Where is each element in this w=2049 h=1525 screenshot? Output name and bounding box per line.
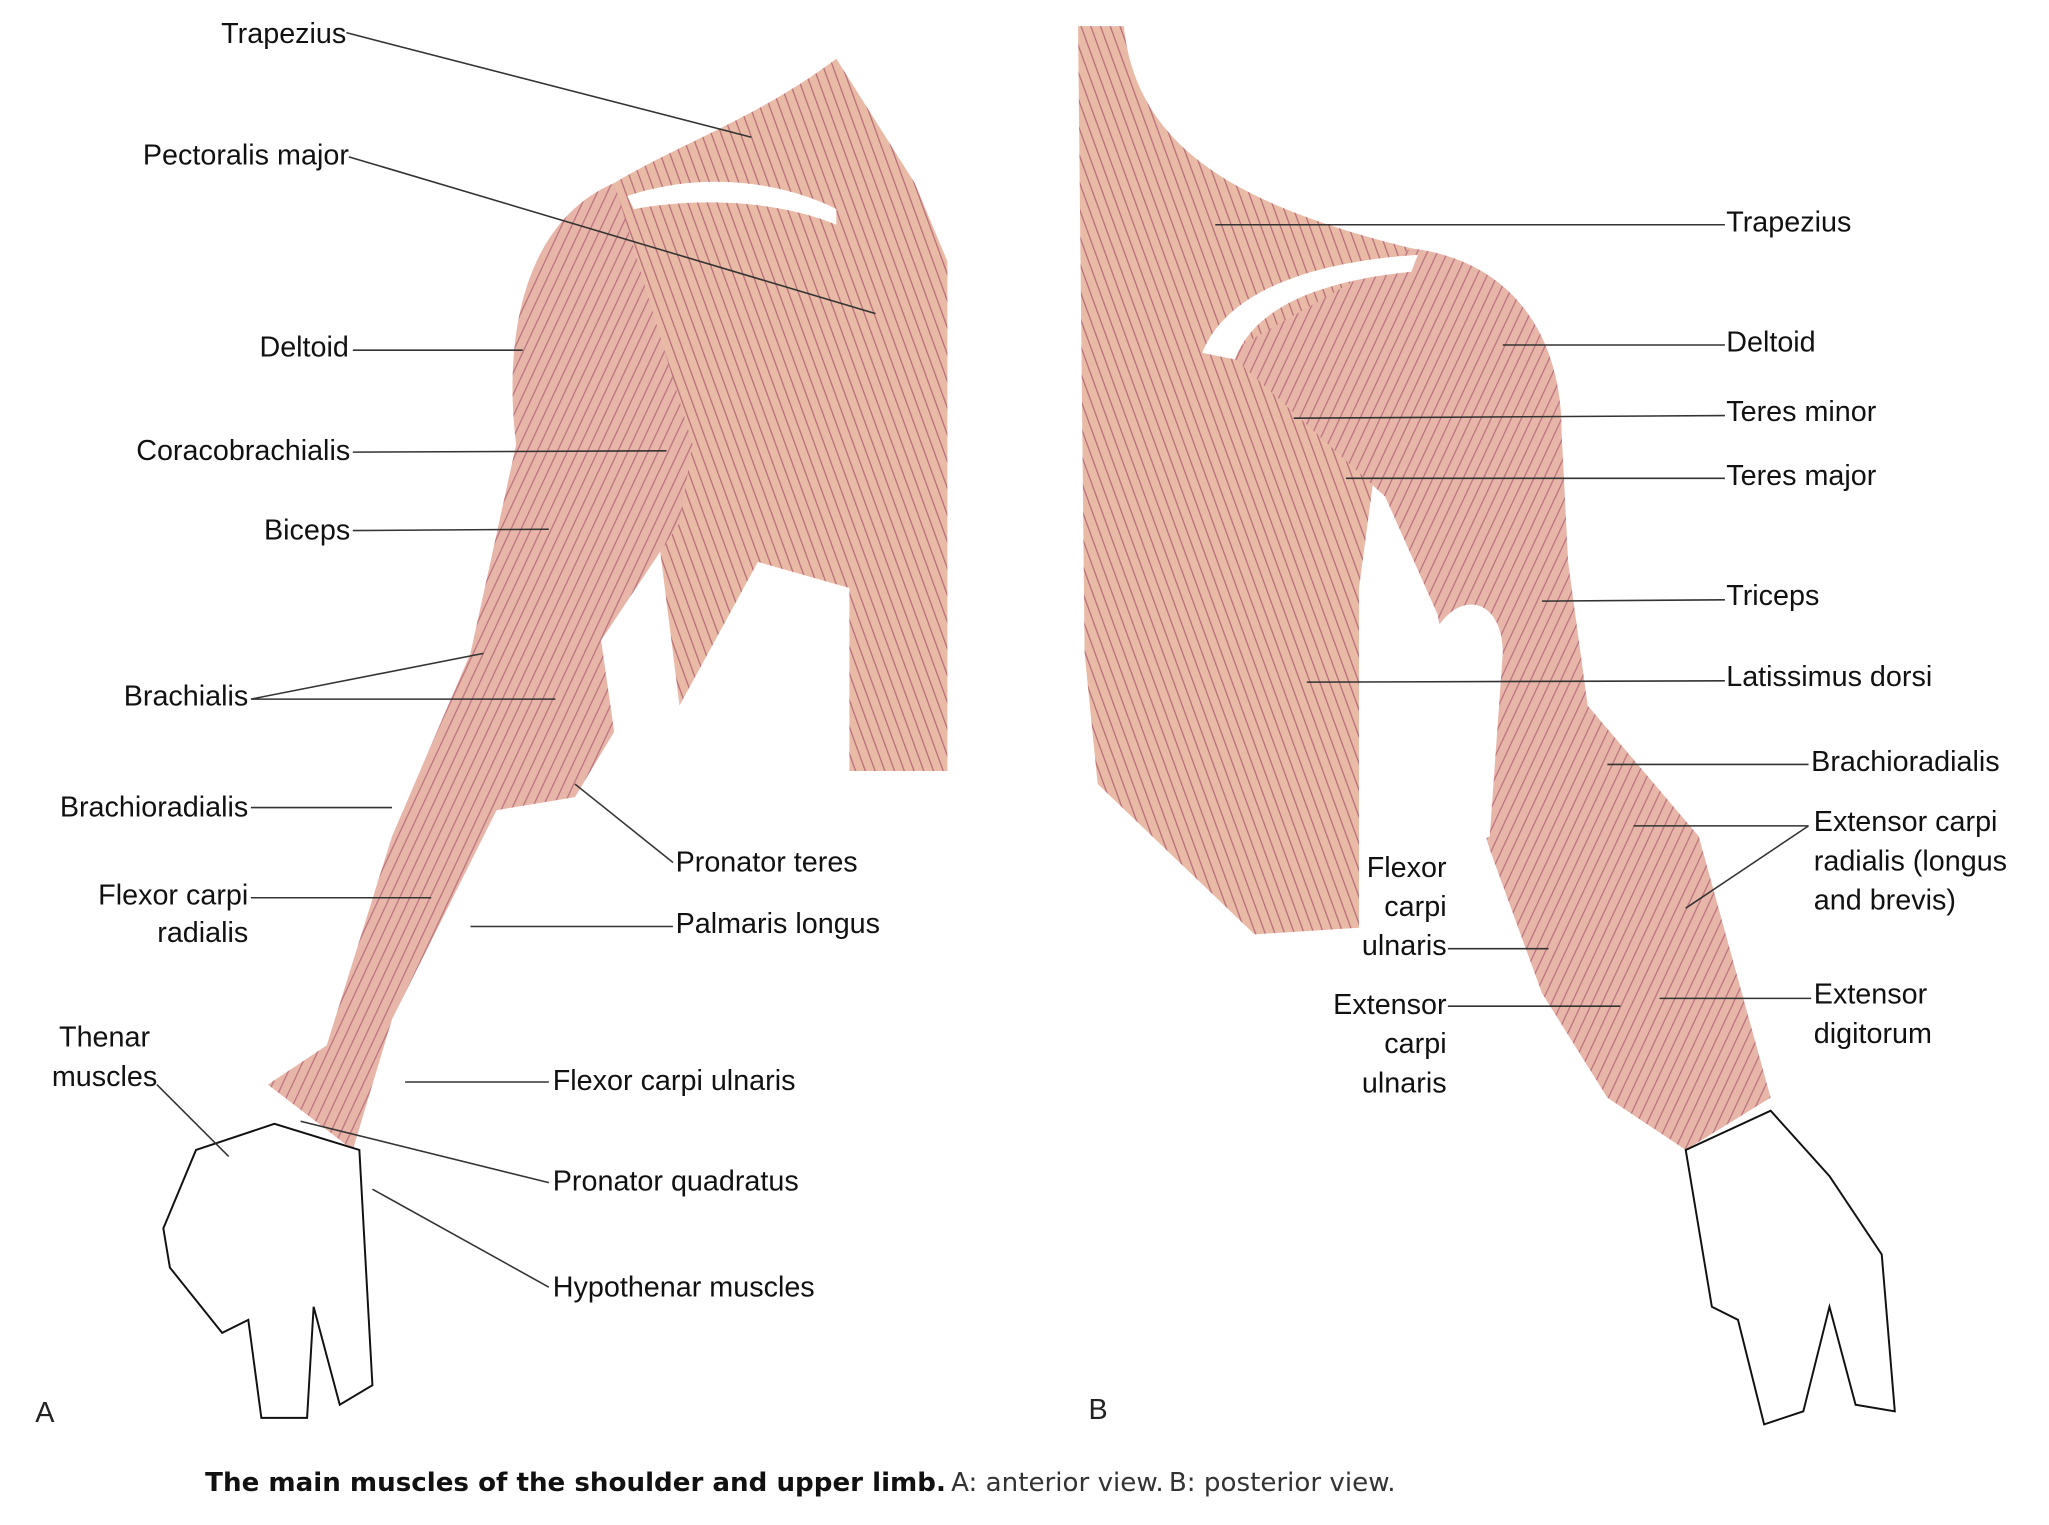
label-ecr-1: Extensor carpi [1814,806,1998,838]
label-latissimus-dorsi: Latissimus dorsi [1726,661,1932,693]
label-biceps: Biceps [264,515,350,547]
label-thenar-1: Thenar [59,1022,150,1054]
caption-a-text: anterior view. [977,1468,1163,1498]
posterior-view [1078,26,1896,1426]
label-trapezius-a: Trapezius [221,18,346,50]
caption-b-text: posterior view. [1196,1468,1396,1498]
anterior-labels: Trapezius Pectoralis major Deltoid Corac… [52,18,880,1303]
caption-b-key: B: [1169,1468,1196,1498]
label-fcu-1: Flexor [1367,852,1447,884]
label-flexor-carpi-ulnaris-a: Flexor carpi ulnaris [553,1065,796,1097]
label-fcu-3: ulnaris [1362,930,1447,962]
label-deltoid-b: Deltoid [1726,327,1815,359]
posterior-back-muscles [1078,26,1412,935]
label-palmaris-longus: Palmaris longus [676,908,880,940]
posterior-hand [1684,1109,1896,1426]
label-pectoralis-major: Pectoralis major [143,140,349,172]
posterior-labels: Trapezius Deltoid Teres minor Teres majo… [1333,206,2007,1099]
caption-title: The main muscles of the shoulder and upp… [205,1468,946,1498]
label-ecr-2: radialis (longus [1814,845,2007,877]
label-brachialis: Brachialis [124,681,249,713]
label-deltoid-a: Deltoid [259,332,348,364]
label-ecu-2: carpi [1384,1028,1446,1060]
label-flexor-carpi-radialis-1: Flexor carpi [98,879,248,911]
caption-a-key: A: [951,1468,977,1498]
view-letter-a: A [35,1397,55,1429]
label-pronator-teres: Pronator teres [676,847,858,879]
label-pronator-quadratus: Pronator quadratus [553,1165,799,1197]
label-ed-2: digitorum [1814,1018,1932,1050]
scapular-spine [1202,254,1418,360]
anterior-chest-muscles [614,58,948,771]
label-fcu-2: carpi [1384,891,1446,923]
label-triceps: Triceps [1726,580,1819,612]
label-ecr-3: and brevis) [1814,885,1956,917]
view-letter-b: B [1089,1394,1108,1426]
label-brachioradialis-b: Brachioradialis [1811,746,1999,778]
label-ecu-3: ulnaris [1362,1067,1447,1099]
label-ecu-1: Extensor [1333,989,1447,1021]
anterior-arm-muscles [267,182,693,1150]
label-ed-1: Extensor [1814,979,1928,1011]
label-teres-major: Teres major [1726,460,1877,492]
label-coracobrachialis: Coracobrachialis [136,435,350,467]
label-trapezius-b: Trapezius [1726,206,1851,238]
label-flexor-carpi-radialis-2: radialis [157,917,248,949]
olecranon [1437,604,1503,839]
clavicle [627,181,837,225]
label-brachioradialis-a: Brachioradialis [60,792,248,824]
label-teres-minor: Teres minor [1726,396,1877,428]
label-hypothenar: Hypothenar muscles [553,1271,815,1303]
anterior-hand [162,1122,374,1419]
anterior-view [162,58,948,1419]
leader-lines [156,31,1812,1288]
label-thenar-2: muscles [52,1061,157,1093]
figure-caption: The main muscles of the shoulder and upp… [205,1468,1395,1498]
